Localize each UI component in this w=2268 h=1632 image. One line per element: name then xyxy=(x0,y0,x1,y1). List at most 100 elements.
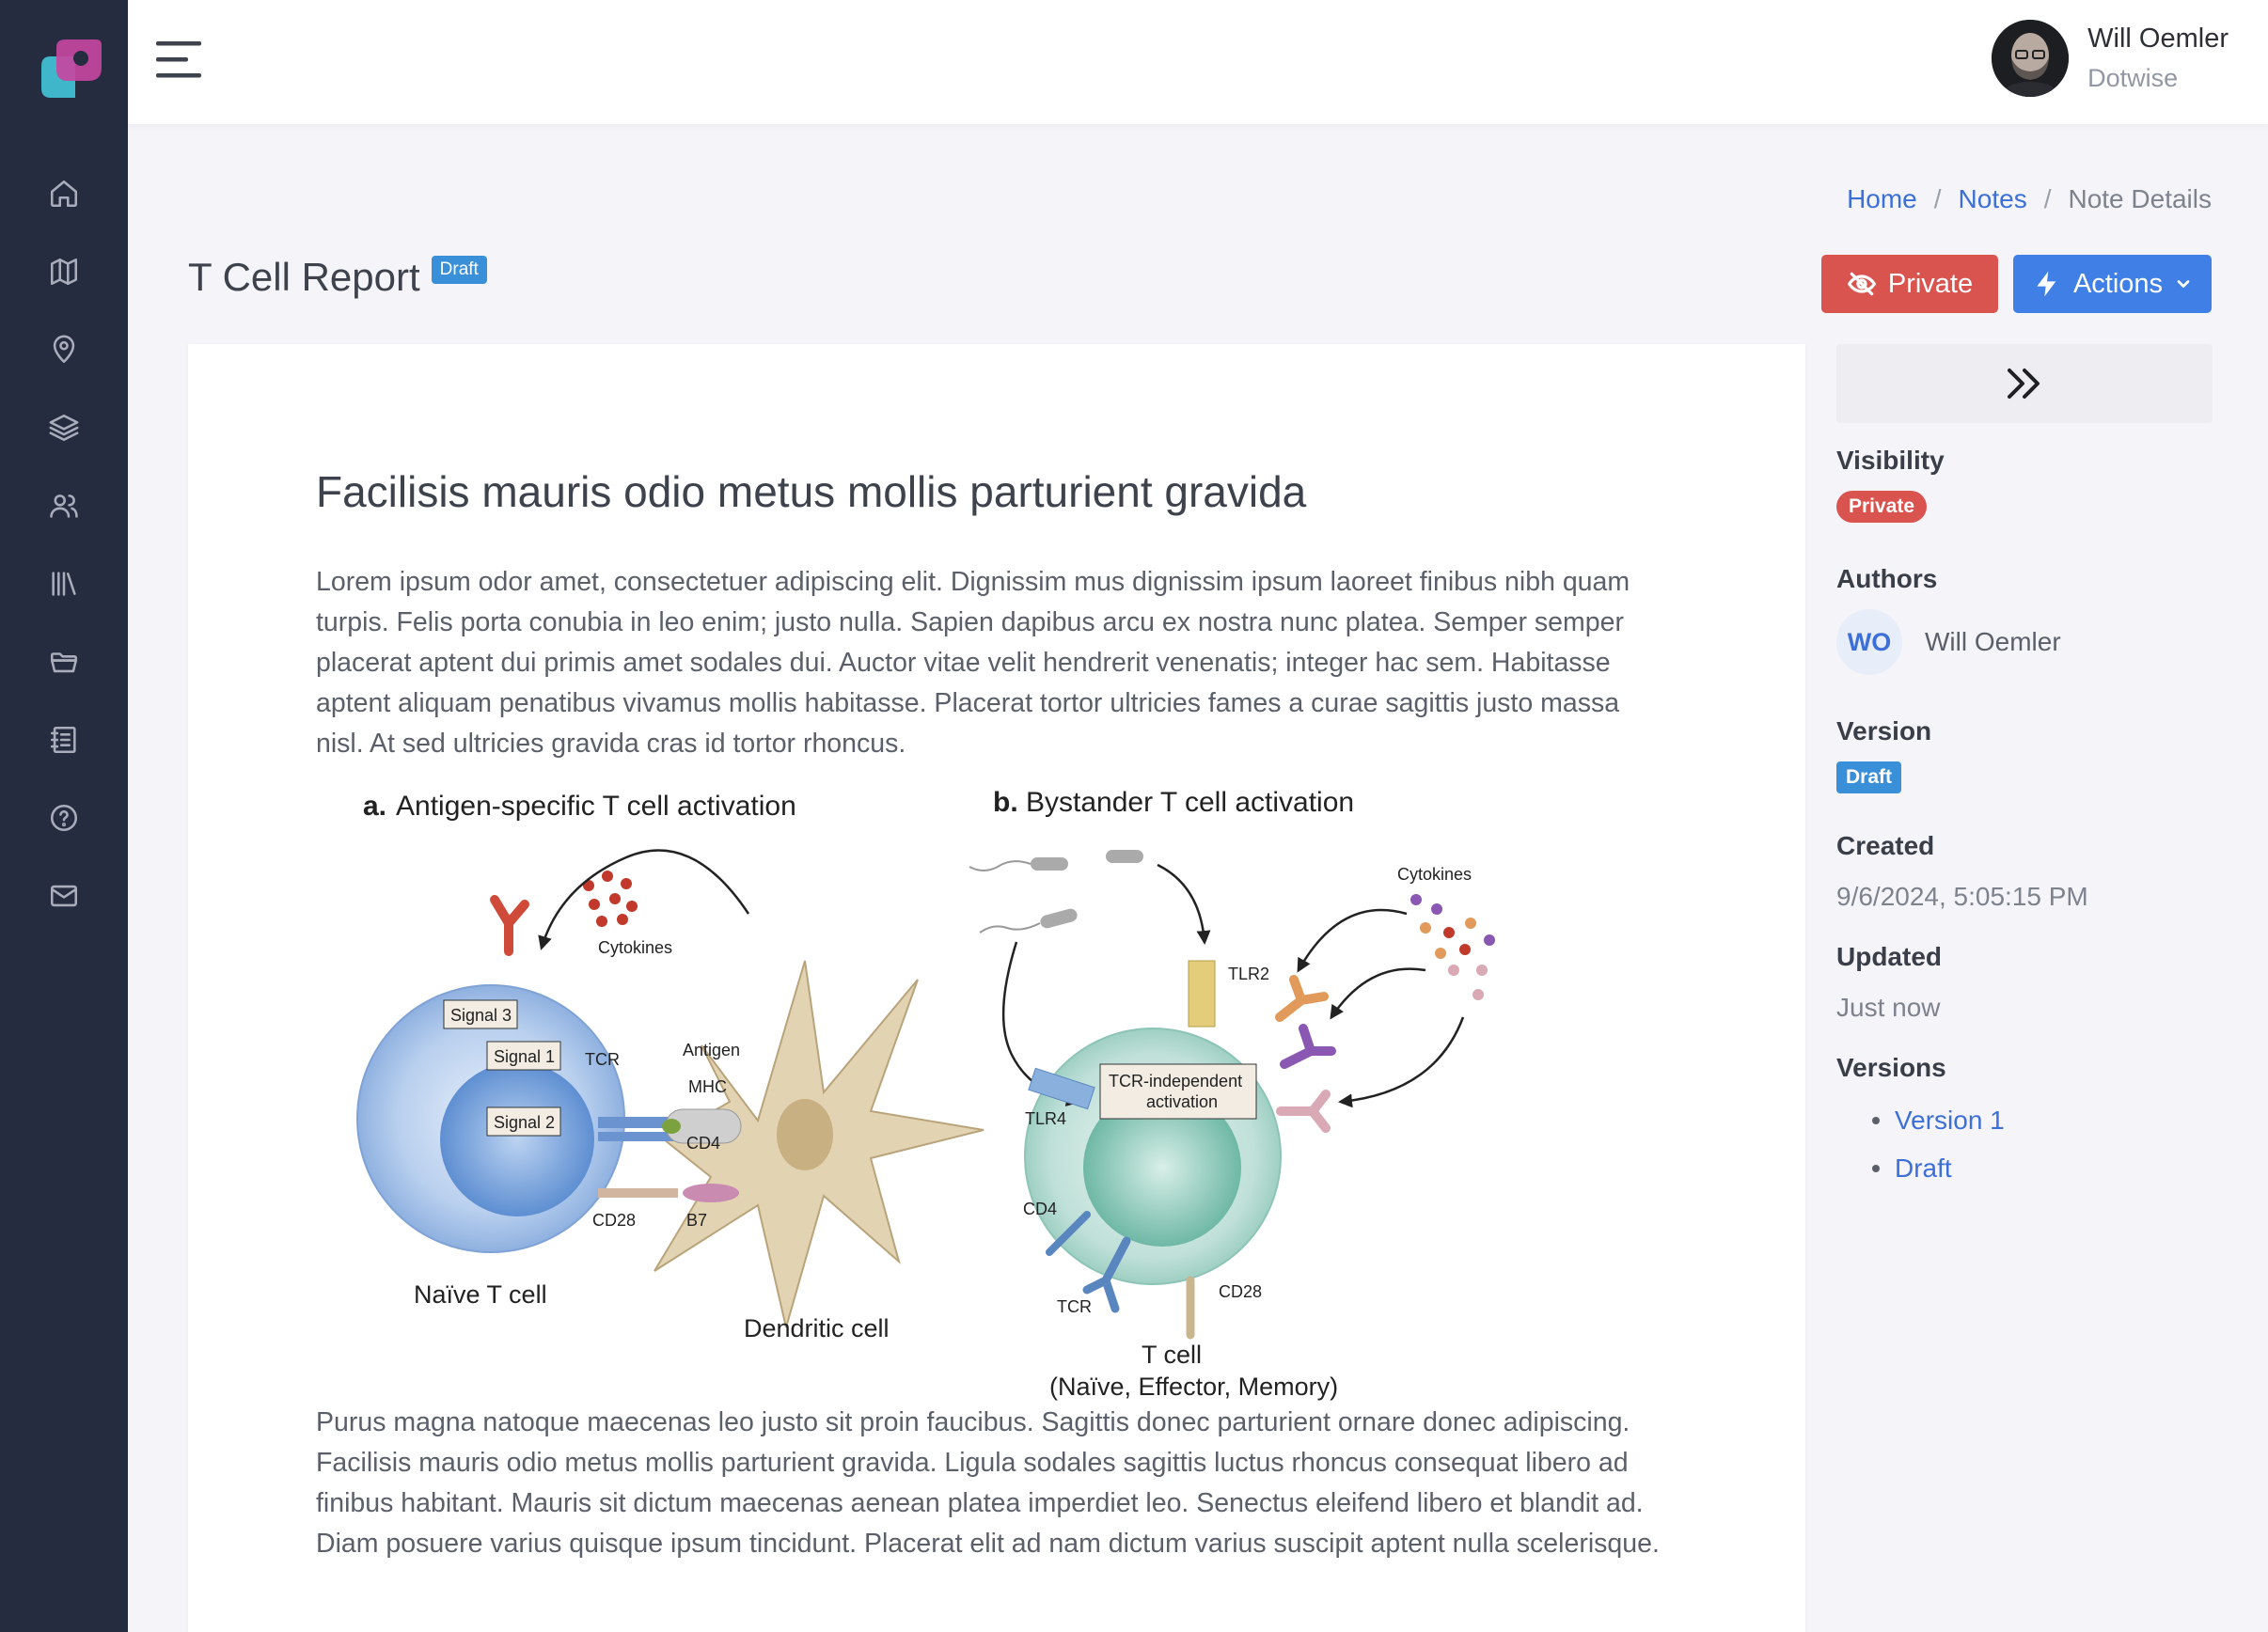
status-badge: Draft xyxy=(431,256,487,284)
private-button-label: Private xyxy=(1887,268,1974,299)
author-initials-avatar: WO xyxy=(1836,609,1902,675)
chevron-down-icon xyxy=(2177,280,2190,288)
actions-dropdown-button[interactable]: Actions xyxy=(2013,255,2212,313)
signal-1-label: Signal 1 xyxy=(494,1047,555,1066)
visibility-label: Visibility xyxy=(1836,446,1945,475)
page-title: T Cell Report xyxy=(188,255,420,299)
authors-label: Authors xyxy=(1836,564,1938,593)
tlr2-receptor xyxy=(1188,960,1216,1028)
bacteria xyxy=(969,850,1143,934)
tcr-independent-label: TCR-independent xyxy=(1109,1072,1242,1091)
nav-messages[interactable] xyxy=(0,856,128,934)
panel-b-letter: b. xyxy=(993,787,1018,818)
help-icon xyxy=(50,804,78,831)
breadcrumb-separator: / xyxy=(1933,184,1942,213)
visibility-badge: Private xyxy=(1836,491,1928,523)
signal-3-label: Signal 3 xyxy=(450,1006,512,1025)
panel-a-letter: a. xyxy=(363,791,386,822)
map-icon xyxy=(50,258,78,285)
cytokines-label-b: Cytokines xyxy=(1397,865,1472,884)
created-label: Created xyxy=(1836,831,1935,860)
mail-icon xyxy=(50,885,78,906)
tcr-receptor xyxy=(598,1117,683,1128)
cytokine-receptor xyxy=(490,895,529,956)
menu-toggle-button[interactable] xyxy=(156,39,203,81)
note-content-card: Facilisis mauris odio metus mollis partu… xyxy=(188,344,1805,1632)
signal-2-label: Signal 2 xyxy=(494,1113,555,1132)
note-heading: Facilisis mauris odio metus mollis partu… xyxy=(316,467,1307,516)
activation-label: activation xyxy=(1146,1092,1218,1111)
tcr-receptor xyxy=(598,1132,683,1141)
breadcrumb-notes-link[interactable]: Notes xyxy=(1958,184,2027,213)
t-cell-label: T cell xyxy=(1142,1341,1202,1369)
user-organization: Dotwise xyxy=(2087,64,2179,92)
nav-locations[interactable] xyxy=(0,310,128,388)
lightning-icon xyxy=(2037,271,2056,297)
tcr-label-b: TCR xyxy=(1057,1297,1092,1316)
panel-b-title: Bystander T cell activation xyxy=(1026,787,1354,818)
nav-notes[interactable] xyxy=(0,700,128,778)
author-item[interactable]: WO Will Oemler xyxy=(1836,609,2213,675)
author-name: Will Oemler xyxy=(1925,627,2061,656)
version-link[interactable]: Version 1 xyxy=(1872,1096,2213,1144)
page-header: T Cell Report Draft xyxy=(188,252,487,303)
dendritic-cell-label: Dendritic cell xyxy=(744,1314,890,1342)
naive-t-cell-label: Naïve T cell xyxy=(414,1280,547,1309)
b7-label: B7 xyxy=(686,1211,707,1230)
cd4-label: CD4 xyxy=(686,1134,720,1153)
folder-icon xyxy=(50,651,78,672)
nav-folders[interactable] xyxy=(0,622,128,700)
eye-off-icon xyxy=(1847,272,1877,296)
user-menu[interactable]: Will Oemler Dotwise xyxy=(1992,19,2229,98)
avatar xyxy=(1992,20,2070,97)
created-value: 9/6/2024, 5:05:15 PM xyxy=(1836,882,2088,911)
versions-label: Versions xyxy=(1836,1053,1946,1082)
sidebar xyxy=(0,0,128,1632)
breadcrumb-home-link[interactable]: Home xyxy=(1847,184,1917,213)
hamburger-icon xyxy=(156,41,201,78)
note-details-panel: Visibility Private Authors WO Will Oemle… xyxy=(1836,442,2213,1192)
version-badge: Draft xyxy=(1836,761,1902,793)
actions-button-label: Actions xyxy=(2072,268,2164,299)
nav-library[interactable] xyxy=(0,544,128,622)
private-button[interactable]: Private xyxy=(1821,255,1998,313)
nav-home[interactable] xyxy=(0,154,128,232)
tlr4-receptor xyxy=(1028,1067,1095,1110)
location-pin-icon xyxy=(53,335,75,363)
dendritic-cell-nucleus xyxy=(777,1099,833,1170)
breadcrumb: Home / Notes / Note Details xyxy=(1847,184,2212,214)
app-logo[interactable] xyxy=(38,38,103,103)
breadcrumb-separator: / xyxy=(2043,184,2052,213)
cd28-receptor xyxy=(598,1188,678,1198)
notebook-icon xyxy=(50,726,76,753)
note-paragraph: Lorem ipsum odor amet, consectetuer adip… xyxy=(316,567,1630,759)
collapse-panel-button[interactable] xyxy=(1836,344,2213,423)
version-link[interactable]: Draft xyxy=(1872,1144,2213,1192)
cd28-label-b: CD28 xyxy=(1219,1282,1262,1301)
cd4-label-b: CD4 xyxy=(1023,1200,1057,1218)
updated-label: Updated xyxy=(1836,942,1942,971)
tcr-label: TCR xyxy=(585,1050,620,1069)
library-icon xyxy=(52,571,76,596)
double-chevron-right-icon xyxy=(2008,369,2040,399)
nav-help[interactable] xyxy=(0,778,128,856)
tlr2-label: TLR2 xyxy=(1228,965,1269,983)
nav-map[interactable] xyxy=(0,232,128,310)
naive-t-cell-nucleus xyxy=(440,1062,594,1216)
b7-ligand xyxy=(683,1184,739,1202)
t-cell-types-label: (Naïve, Effector, Memory) xyxy=(1049,1373,1338,1401)
layers-icon xyxy=(49,414,79,441)
home-icon xyxy=(50,180,78,207)
updated-value: Just now xyxy=(1836,993,1941,1022)
antigen-label: Antigen xyxy=(683,1041,740,1059)
mhc-label: MHC xyxy=(688,1077,727,1096)
cytokines-label: Cytokines xyxy=(598,938,672,957)
nav-users[interactable] xyxy=(0,466,128,544)
topbar: Will Oemler Dotwise xyxy=(128,0,2268,124)
antigen xyxy=(662,1119,681,1134)
bystander-t-cell-nucleus xyxy=(1083,1089,1241,1247)
versions-list: Version 1 Draft xyxy=(1836,1096,2213,1192)
panel-a-title: Antigen-specific T cell activation xyxy=(396,791,796,822)
nav-layers[interactable] xyxy=(0,388,128,466)
note-paragraph: Purus magna natoque maecenas leo justo s… xyxy=(316,1407,1660,1559)
